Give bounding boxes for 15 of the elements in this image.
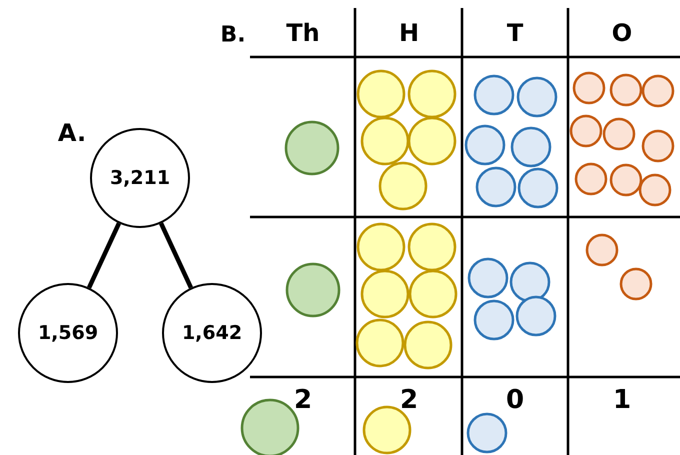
number-text: 1,569: [38, 322, 98, 344]
section-letter: B.: [220, 22, 246, 48]
column-heading: Th: [286, 19, 320, 47]
column-heading: O: [612, 19, 632, 47]
column-heading: T: [506, 19, 524, 47]
column-heading: H: [398, 19, 420, 47]
number-text: 3,211: [110, 167, 170, 189]
digit: 0: [506, 385, 524, 415]
digit: 2: [400, 385, 418, 415]
digit: 1: [612, 385, 632, 415]
number-text: 1,642: [182, 322, 242, 344]
digit: 2: [294, 385, 312, 415]
connector-line: [87, 222, 121, 289]
section-letter: A.: [58, 119, 86, 147]
connector-line: [159, 222, 193, 289]
